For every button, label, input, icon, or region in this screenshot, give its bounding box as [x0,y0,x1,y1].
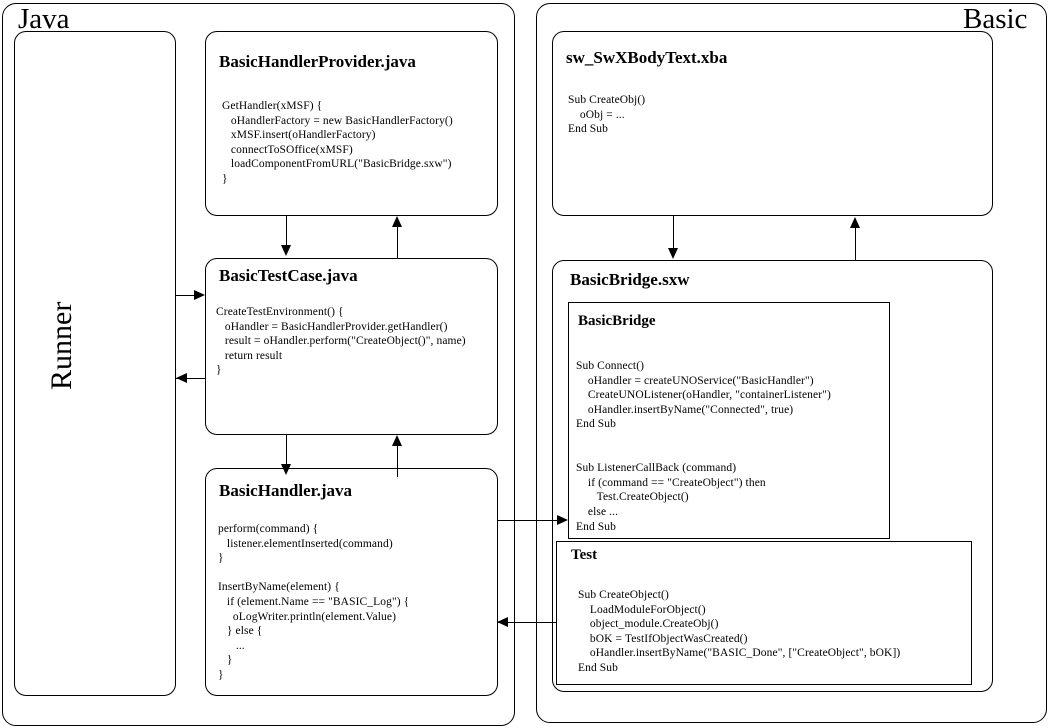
box-basic-handler-code: perform(command) { listener.elementInser… [218,523,410,681]
arrow-swxbodytext-to-bridge-head [667,248,678,259]
panel-basic-title: Basic [963,3,1028,35]
box-basic-handler-provider-code: GetHandler(xMSF) { oHandlerFactory = new… [222,100,453,185]
box-basic-handler-provider [205,31,498,216]
module-basic-bridge-title: BasicBridge [578,313,656,329]
arrow-test-to-handler-line [497,622,556,623]
panel-java-title: Java [18,3,70,35]
box-basic-handler [205,468,498,696]
box-runner [14,31,176,696]
module-test-title: Test [571,547,598,563]
arrow-testcase-to-handler-line [286,435,287,467]
module-basic-bridge [568,302,890,539]
arrow-testcase-to-runner-line [176,378,205,379]
arrow-testcase-to-runner-head [176,372,187,383]
arrow-handler-to-bridge-head [557,514,568,525]
module-basic-bridge-code: Sub Connect() oHandler = createUNOServic… [576,360,831,533]
arrow-test-to-handler-head [497,616,508,627]
arrow-handler-to-bridge-line [497,520,560,521]
box-basic-test-case-title: BasicTestCase.java [219,266,358,285]
module-test [556,541,972,685]
box-sw-swxbodytext-code: Sub CreateObj() oObj = ... End Sub [568,94,646,136]
arrow-testcase-to-provider-line [397,225,398,258]
arrow-handler-to-testcase-head [391,435,402,446]
box-basic-handler-title: BasicHandler.java [219,481,353,500]
box-basic-handler-provider-title: BasicHandlerProvider.java [219,52,416,71]
arrow-provider-to-testcase-line [286,216,287,248]
box-basic-test-case [205,258,498,435]
arrow-handler-to-testcase-line [397,444,398,477]
arrow-runner-to-testcase-head [194,289,205,300]
module-test-code: Sub CreateObject() LoadModuleForObject()… [578,589,901,674]
arrow-testcase-to-handler-head [280,464,291,475]
box-basic-bridge-sxw-title: BasicBridge.sxw [570,270,690,289]
box-sw-swxbodytext [552,31,993,216]
box-basic-test-case-code: CreateTestEnvironment() { oHandler = Bas… [216,306,466,377]
runner-label: Runner [45,301,78,390]
box-sw-swxbodytext-title: sw_SwXBodyText.xba [566,48,728,67]
arrow-provider-to-testcase-head [280,245,291,256]
arrow-bridge-to-swxbodytext-head [849,217,860,228]
arrow-testcase-to-provider-head [391,216,402,227]
arrow-runner-to-testcase-line [176,295,199,296]
arrow-bridge-to-swxbodytext-line [855,227,856,260]
arrow-swxbodytext-to-bridge-line [673,216,674,250]
